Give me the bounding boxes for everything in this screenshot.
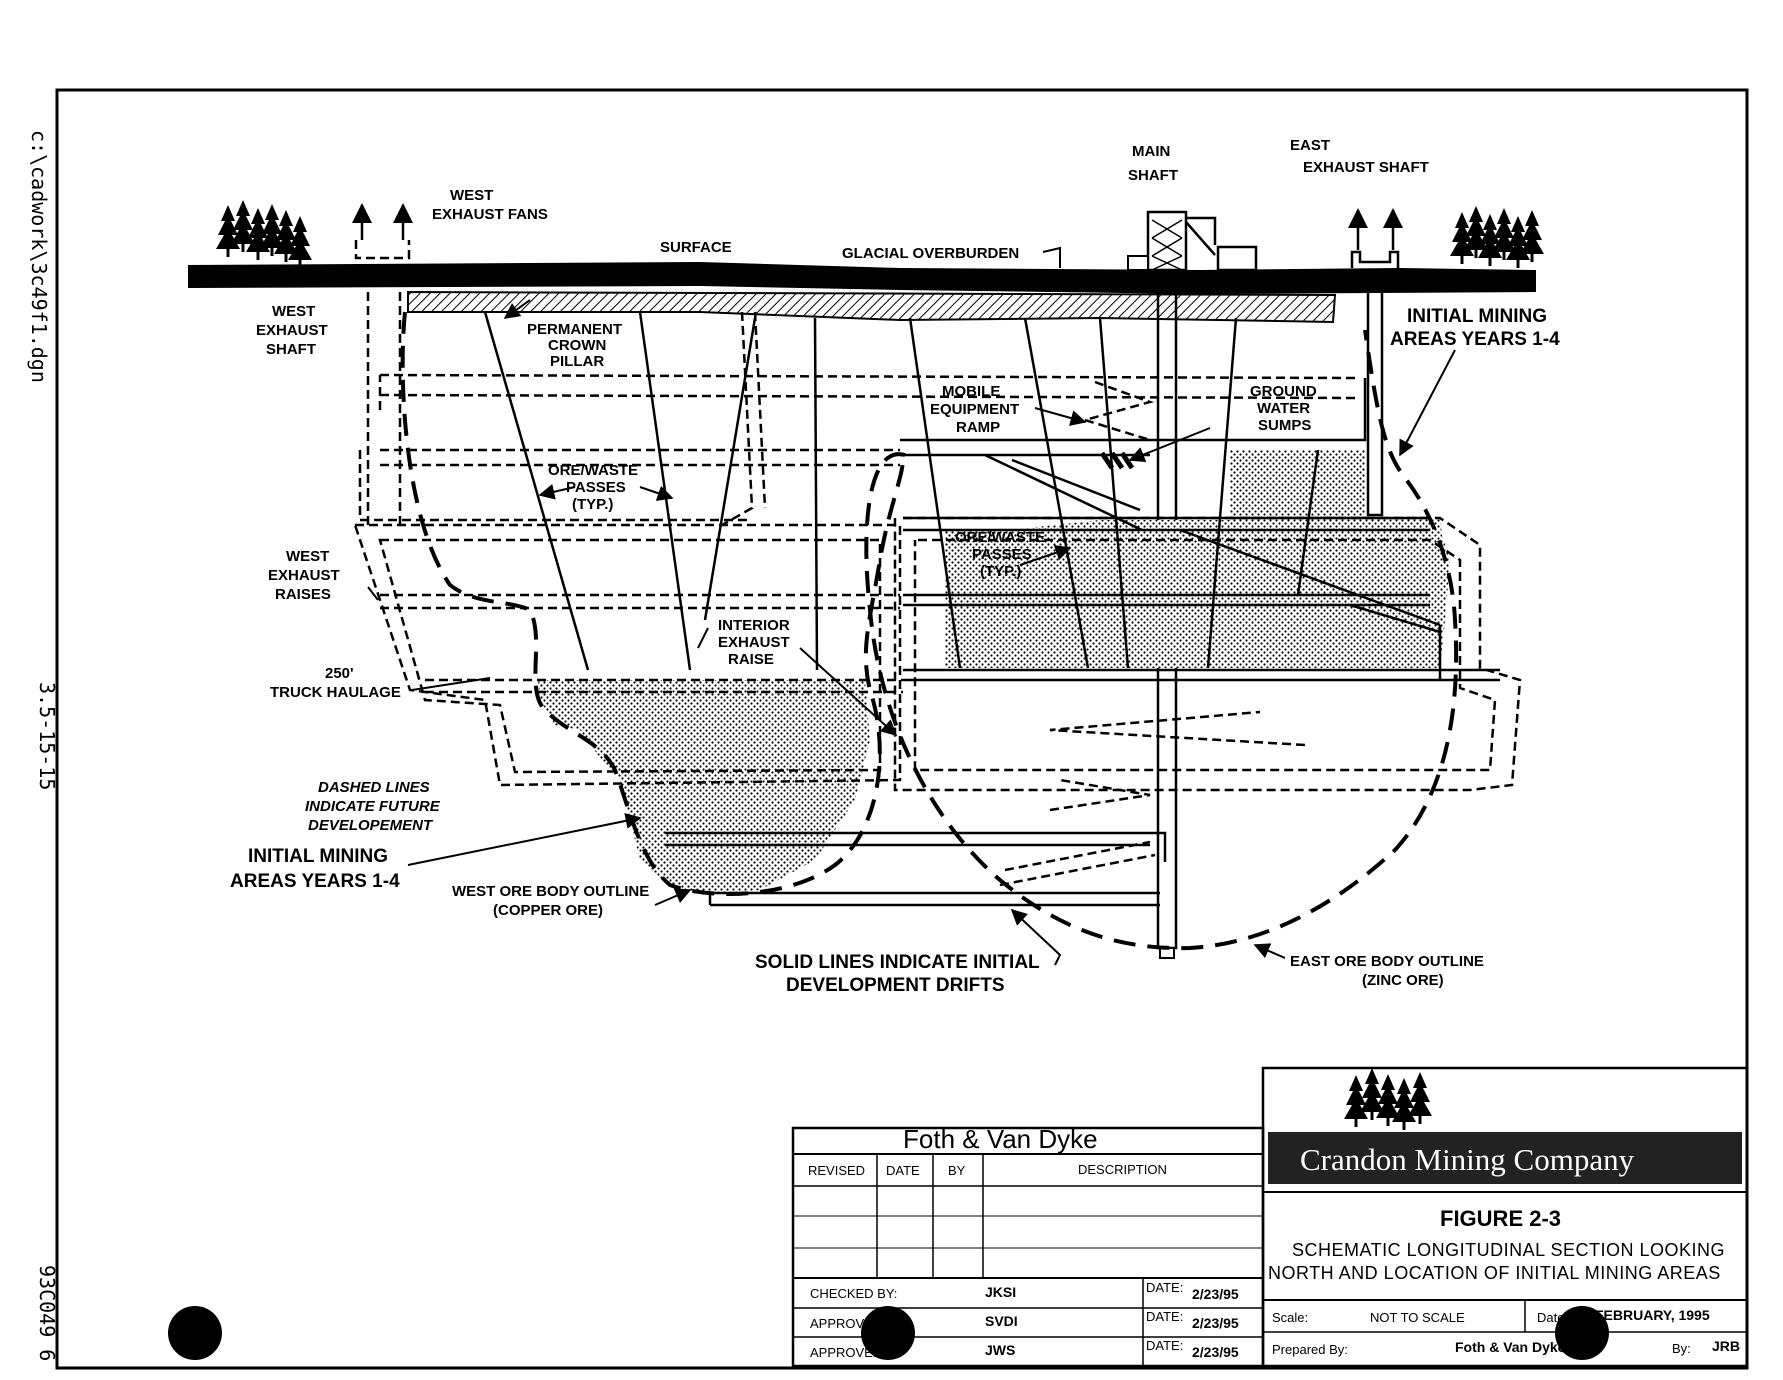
approved-1-date-label: DATE: bbox=[1146, 1309, 1183, 1324]
date-value: FEBRUARY, 1995 bbox=[1595, 1307, 1710, 1323]
label-truck-haulage: 250'TRUCK HAULAGE bbox=[270, 665, 401, 701]
label-east-ore-body: EAST ORE BODY OUTLINE(ZINC ORE) bbox=[1290, 953, 1484, 989]
rev-header-revised: REVISED bbox=[808, 1163, 865, 1178]
ref-number-label: 3.5-15-15 bbox=[35, 682, 59, 790]
punch-hole-left bbox=[168, 1306, 222, 1360]
west-exhaust-raises bbox=[353, 523, 902, 787]
company-trees-logo-icon bbox=[1344, 1068, 1432, 1130]
label-glacial-overburden: GLACIAL OVERBURDEN bbox=[842, 245, 1019, 262]
drawing-border bbox=[55, 88, 1749, 1370]
east-initial-mining-area bbox=[945, 450, 1450, 668]
interior-exhaust-raise bbox=[721, 311, 754, 527]
east-exhaust-shaft bbox=[1366, 292, 1384, 517]
company-name-banner bbox=[1268, 1132, 1742, 1184]
doc-number-label: 93C049 6 bbox=[35, 1265, 59, 1361]
punch-hole-middle bbox=[861, 1306, 915, 1360]
ground-surface bbox=[188, 262, 1536, 294]
figure-description-line-1: SCHEMATIC LONGITUDINAL SECTION LOOKING bbox=[1292, 1240, 1725, 1260]
by-label: By: bbox=[1672, 1341, 1691, 1356]
crown-pillar bbox=[407, 290, 1337, 324]
by-value: JRB bbox=[1712, 1338, 1740, 1354]
rev-header-date: DATE bbox=[886, 1163, 920, 1178]
approved-2-initials: JWS bbox=[985, 1342, 1015, 1358]
prepared-by-value: Foth & Van Dyke bbox=[1455, 1339, 1566, 1355]
mobile-equipment-ramp bbox=[1080, 380, 1155, 442]
approved-2-date-label: DATE: bbox=[1146, 1338, 1183, 1353]
checked-by-initials: JKSI bbox=[985, 1284, 1016, 1300]
west-trees-icon bbox=[216, 200, 312, 268]
scale-label: Scale: bbox=[1272, 1310, 1308, 1325]
punch-hole-right bbox=[1555, 1306, 1609, 1360]
east-trees-icon bbox=[1450, 206, 1544, 268]
west-ore-body-outline bbox=[400, 311, 905, 896]
approved-1-date: 2/23/95 bbox=[1192, 1315, 1239, 1331]
checked-date-label: DATE: bbox=[1146, 1280, 1183, 1295]
west-drifts bbox=[380, 593, 903, 694]
approved-1-initials: SVDI bbox=[985, 1313, 1018, 1329]
firm-name: Foth & Van Dyke bbox=[903, 1124, 1098, 1154]
east-ore-body-outline bbox=[864, 329, 1459, 951]
checked-date: 2/23/95 bbox=[1192, 1286, 1239, 1302]
upper-solid-drift bbox=[900, 378, 1367, 457]
upper-level-drifts bbox=[358, 373, 1361, 522]
rev-header-description: DESCRIPTION bbox=[1078, 1162, 1167, 1177]
label-west-ore-body: WEST ORE BODY OUTLINE(COPPER ORE) bbox=[452, 883, 649, 919]
ground-water-sumps-icon bbox=[1099, 451, 1135, 470]
east-exhaust-raises bbox=[893, 516, 1522, 792]
approved-2-label: APPROVED bbox=[810, 1345, 882, 1360]
prepared-by-label: Prepared By: bbox=[1272, 1342, 1348, 1357]
checked-by-label: CHECKED BY: bbox=[810, 1286, 897, 1301]
leader-lines bbox=[367, 246, 1456, 966]
ore-waste-passes-east bbox=[908, 317, 1320, 669]
west-initial-mining-area bbox=[538, 680, 870, 895]
company-block bbox=[1261, 1066, 1749, 1368]
east-solid-drifts bbox=[903, 516, 1500, 682]
west-exhaust-shaft bbox=[366, 292, 402, 530]
figure-description-line-2: NORTH AND LOCATION OF INITIAL MINING ARE… bbox=[1268, 1263, 1721, 1283]
rev-header-by: BY bbox=[948, 1163, 966, 1178]
company-name: Crandon Mining Company bbox=[1300, 1142, 1635, 1177]
east-exhaust-fans-icon bbox=[1348, 208, 1403, 268]
west-exhaust-fans-icon bbox=[352, 203, 413, 260]
approved-2-date: 2/23/95 bbox=[1192, 1344, 1239, 1360]
lower-ramp bbox=[1049, 710, 1306, 812]
figure-number: FIGURE 2-3 bbox=[1440, 1206, 1561, 1231]
label-surface: SURFACE bbox=[660, 239, 732, 256]
scale-value: NOT TO SCALE bbox=[1370, 1310, 1465, 1325]
main-shaft-headframe-icon bbox=[1127, 210, 1258, 272]
file-path-label: c:\cadwork\3c49f1.dgn bbox=[27, 130, 51, 383]
